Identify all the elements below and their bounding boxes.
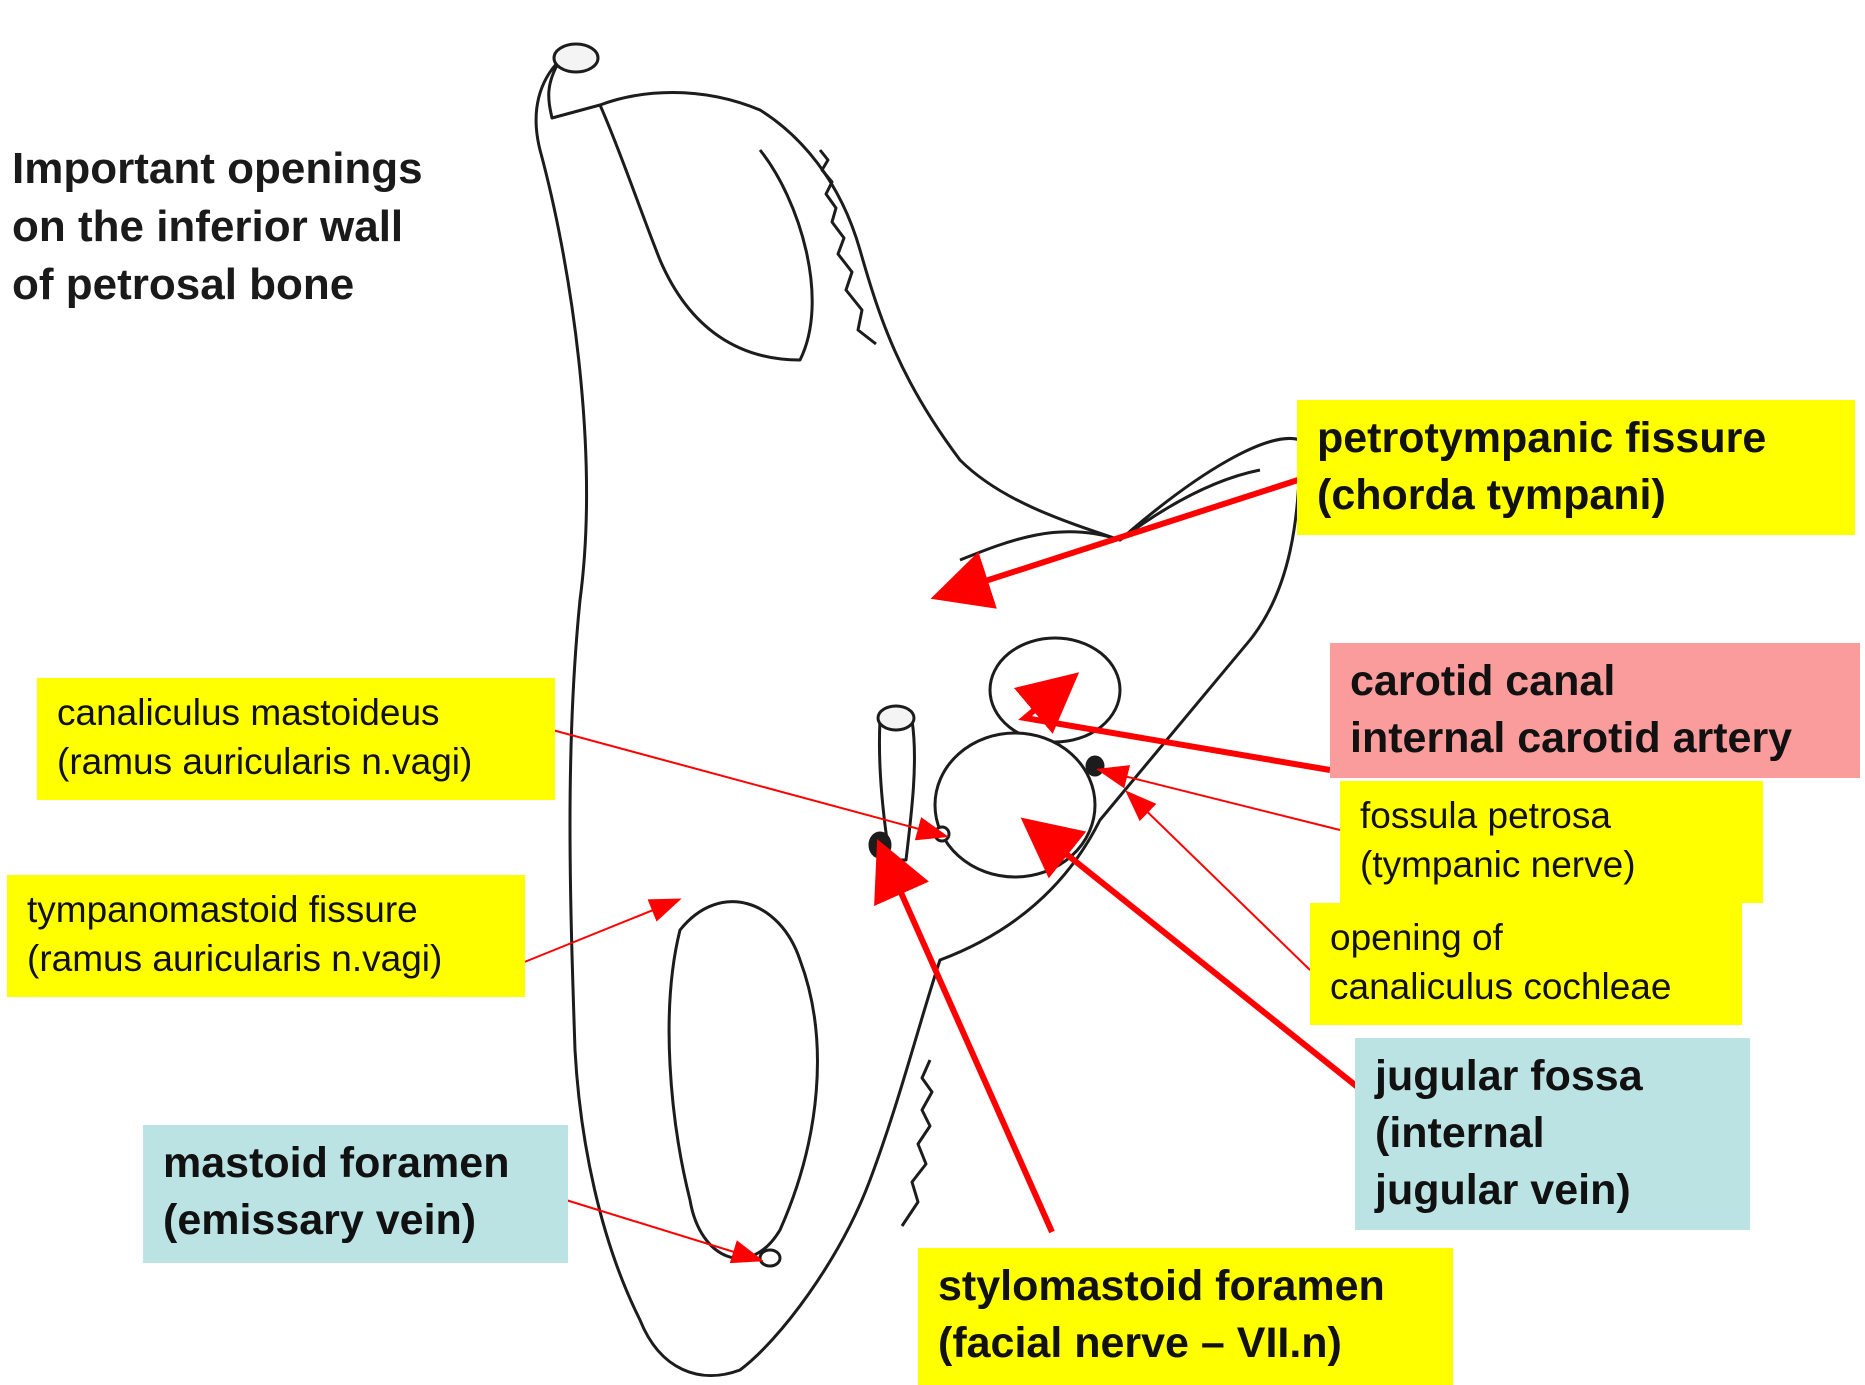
label-tympanomastoid-fissure: tympanomastoid fissure (ramus auriculari…	[7, 875, 525, 997]
label-canaliculus-cochleae: opening of canaliculus cochleae	[1310, 903, 1742, 1025]
bone-drawing	[536, 44, 1300, 1376]
label-text: canaliculus cochleae	[1330, 962, 1722, 1011]
label-text: stylomastoid foramen	[938, 1258, 1433, 1315]
bone-upper-body	[536, 60, 1300, 1376]
label-carotid-canal: carotid canal internal carotid artery	[1330, 643, 1860, 778]
label-text: jugular fossa	[1375, 1048, 1730, 1105]
label-canaliculus-mastoideus: canaliculus mastoideus (ramus auriculari…	[37, 678, 555, 800]
label-fossula-petrosa: fossula petrosa (tympanic nerve)	[1340, 781, 1763, 903]
arrow-canaliculus-cochleae	[1128, 793, 1310, 970]
label-text: fossula petrosa	[1360, 791, 1743, 840]
label-petrotympanic-fissure: petrotympanic fissure (chorda tympani)	[1297, 400, 1855, 535]
label-mastoid-foramen: mastoid foramen (emissary vein)	[143, 1125, 568, 1263]
label-stylomastoid-foramen: stylomastoid foramen (facial nerve – VII…	[918, 1248, 1453, 1385]
zygomatic-tip	[554, 44, 598, 72]
figure-title: Important openings on the inferior wall …	[12, 140, 482, 314]
title-line-1: Important openings	[12, 140, 482, 198]
label-text: opening of	[1330, 913, 1722, 962]
bone-lower-edge	[902, 1060, 932, 1226]
label-text: (emissary vein)	[163, 1192, 548, 1249]
stylomastoid-foramen-hole	[870, 833, 890, 857]
title-line-2: on the inferior wall	[12, 198, 482, 256]
mastoid-foramen-hole	[760, 1250, 780, 1266]
label-text: carotid canal	[1350, 653, 1840, 710]
label-text: (internal	[1375, 1105, 1730, 1162]
label-text: tympanomastoid fissure	[27, 885, 505, 934]
label-text: (ramus auricularis n.vagi)	[27, 934, 505, 983]
label-text: internal carotid artery	[1350, 710, 1840, 767]
label-text: (facial nerve – VII.n)	[938, 1315, 1433, 1372]
fossula-petrosa-hole	[1087, 757, 1103, 775]
label-jugular-fossa: jugular fossa (internal jugular vein)	[1355, 1038, 1750, 1230]
label-text: (ramus auricularis n.vagi)	[57, 737, 535, 786]
label-text: (tympanic nerve)	[1360, 840, 1743, 889]
label-text: canaliculus mastoideus	[57, 688, 535, 737]
styloid-tip	[878, 706, 914, 730]
label-text: mastoid foramen	[163, 1135, 548, 1192]
label-text: petrotympanic fissure	[1317, 410, 1835, 467]
label-text: jugular vein)	[1375, 1162, 1730, 1219]
label-text: (chorda tympani)	[1317, 467, 1835, 524]
title-line-3: of petrosal bone	[12, 256, 482, 314]
